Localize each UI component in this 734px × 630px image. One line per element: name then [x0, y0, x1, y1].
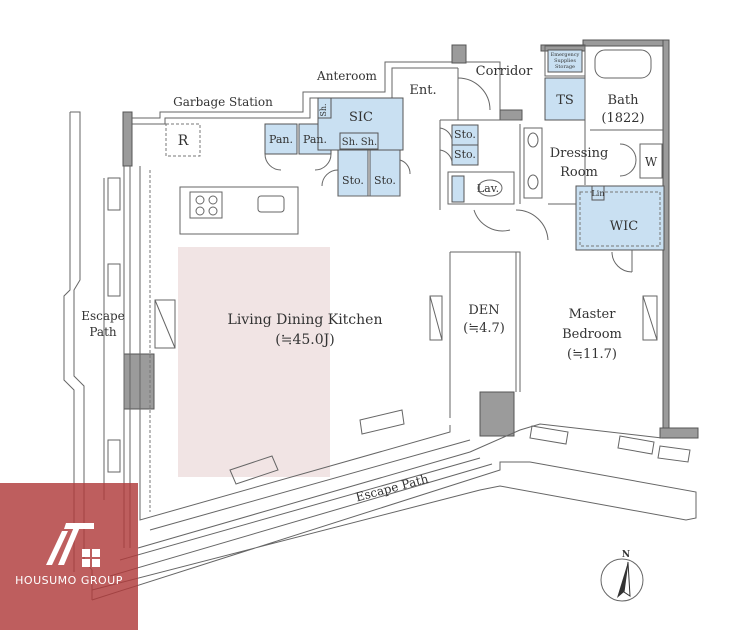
pan-2: Pan.: [303, 133, 327, 146]
lav-label: Lav.: [477, 182, 499, 195]
emergency-1: Emergency: [551, 52, 580, 58]
escape-left-2: Path: [89, 325, 117, 339]
kitchen-island: [179, 186, 299, 235]
bottom-escape-path: [91, 457, 697, 601]
sto-1: Sto.: [342, 174, 364, 187]
washer-label: W: [645, 155, 658, 169]
bath-dressing: [519, 45, 663, 204]
sic-label: SIC: [349, 110, 373, 125]
dressing-2: Room: [560, 165, 598, 180]
sh-2: Sh.: [342, 137, 358, 148]
sto-4: Sto.: [454, 148, 476, 161]
den-name: DEN: [468, 303, 499, 318]
master-name-2: Bedroom: [562, 327, 622, 342]
master-name-1: Master: [569, 307, 617, 322]
emergency-3: Storage: [555, 64, 575, 70]
housumo-logo-text: HOUSUMO GROUP: [15, 574, 123, 587]
windows: [154, 295, 691, 485]
den-walls: [449, 251, 521, 418]
den-area: (≒4.7): [463, 321, 505, 336]
living-area: (≒45.0J): [275, 332, 334, 348]
entrance-corridor: [439, 68, 549, 241]
wic-label: WIC: [610, 219, 638, 234]
pan-1: Pan.: [269, 133, 293, 146]
escape-bottom: Escape Path: [354, 472, 430, 505]
entrance-label: Ent.: [409, 83, 436, 98]
housumo-logo-icon: [46, 523, 100, 567]
housumo-logo-box: [0, 483, 138, 630]
compass-north: N: [622, 550, 630, 560]
lin-label: Lin: [591, 189, 604, 198]
garbage-label: Garbage Station: [173, 95, 273, 109]
dressing-1: Dressing: [550, 146, 609, 161]
sh-3: Sh.: [361, 137, 377, 148]
fridge-label: R: [178, 133, 189, 149]
ts-label: TS: [556, 93, 574, 108]
emergency-2: Supplies: [554, 58, 576, 64]
ldk-floor-highlight: [178, 247, 330, 477]
corridor-label: Corridor: [476, 64, 534, 79]
bath-name: Bath: [608, 93, 640, 108]
sto-2: Sto.: [374, 174, 396, 187]
anteroom-label: Anteroom: [316, 69, 378, 83]
compass: [600, 558, 644, 602]
bath-size: (1822): [601, 111, 644, 126]
sto-3: Sto.: [454, 128, 476, 141]
wic: [548, 185, 665, 273]
sh-1: Sh.: [319, 103, 328, 116]
pantry-sic: [264, 97, 411, 197]
escape-left-1: Escape: [81, 309, 125, 323]
ldk-walls: [137, 166, 663, 549]
fridge-box: [165, 123, 201, 157]
master-area: (≒11.7): [567, 347, 617, 362]
living-name: Living Dining Kitchen: [228, 312, 383, 328]
